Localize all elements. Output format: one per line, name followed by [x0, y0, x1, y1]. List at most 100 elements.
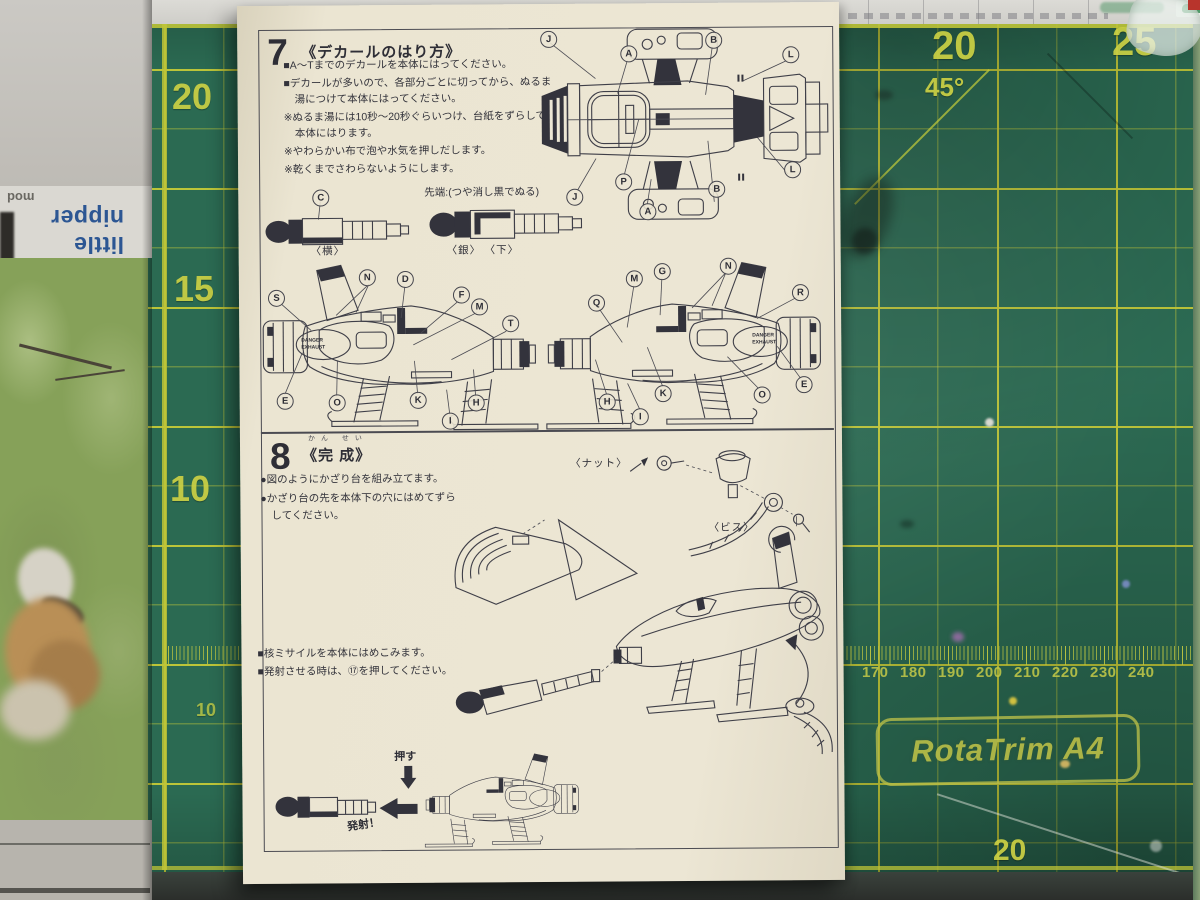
callout: M — [470, 298, 489, 316]
section8-title: 《完 成》 — [302, 447, 372, 465]
ruler-number: 180 — [900, 664, 927, 681]
mat-paint-speck — [952, 632, 964, 642]
ruler-number: 230 — [1090, 664, 1117, 681]
exhaust-text: EXHAUST — [301, 345, 325, 351]
section8-instructions: ●図のようにかざり台を組み立てます。 ●かざり台の先を本体下の穴にはめてずらして… — [260, 471, 465, 527]
instruction-line: ■デカールが多いので、各部分ごとに切ってから、ぬるま湯につけて本体にはってくださ… — [283, 75, 552, 106]
instruction-sheet: 7 《デカールのはり方》 ■A～Tまでのデカールを本体にはってください。 ■デカ… — [236, 1, 846, 885]
mat-paint-speck — [1060, 760, 1070, 768]
callout: O — [328, 394, 346, 412]
table-rule — [1033, 0, 1034, 24]
instruction-note: ※乾くまでさわらないようにします。 — [284, 162, 460, 176]
newspaper-headline: little nipper — [50, 205, 124, 258]
stand-fastener-drawing — [629, 450, 811, 557]
table-rule — [868, 0, 869, 24]
mat-right-edge — [1193, 0, 1200, 900]
ruler-number: 210 — [1014, 664, 1041, 681]
callout: K — [654, 385, 672, 403]
section8-number: 8 — [269, 435, 291, 477]
newspaper-rule-line — [0, 888, 150, 893]
section8-furigana: かん せい — [307, 435, 368, 443]
callout: B — [708, 180, 726, 198]
ruler-number: 200 — [976, 664, 1003, 681]
newspaper-photo-grass — [0, 258, 148, 820]
mat-number-small-10: 10 — [196, 700, 217, 720]
newspaper: little nipper mod — [0, 0, 152, 900]
branch-in-photo — [19, 343, 112, 369]
newspaper-rule-line — [0, 843, 150, 845]
mat-number-top-20: 20 — [932, 24, 977, 68]
callout: B — [705, 31, 723, 49]
ruler-number: 170 — [862, 664, 889, 681]
table-rule — [1088, 0, 1089, 24]
instruction-line: ■核ミサイルを本体にはめこみます。 — [257, 646, 431, 660]
callout: L — [782, 46, 800, 64]
missile-bottom-drawing — [429, 209, 583, 240]
instruction-line: ●かざり台の先を本体下の穴にはめてずらしてください。 — [260, 491, 456, 522]
callout: Q — [587, 294, 606, 312]
missile-caption-silver: 〈銀〉 — [446, 244, 482, 257]
newspaper-masthead: little nipper mod — [0, 186, 152, 258]
mat-stain — [875, 90, 893, 100]
craft-side-view-left-drawing: DANGER EXHAUST — [262, 264, 539, 431]
callout: H — [467, 394, 485, 412]
rotatrim-brand-text: RotaTrim A4 — [910, 730, 1106, 769]
callout: A — [639, 203, 657, 221]
craft-top-view-drawing — [541, 28, 829, 220]
mat-number-left-15: 15 — [174, 268, 215, 309]
callout: R — [791, 284, 810, 302]
mat-paint-speck — [1009, 697, 1017, 705]
mat-number-left-10: 10 — [170, 468, 211, 509]
mat-paint-speck — [985, 418, 994, 427]
fire-label: 発射！ — [345, 815, 381, 834]
ruler-number: 190 — [938, 664, 965, 681]
callout: O — [753, 386, 771, 404]
exhaust-text: EXHAUST — [752, 339, 776, 345]
danger-text: DANGER — [301, 338, 323, 344]
ruler-number: 240 — [1128, 664, 1155, 681]
mat-grid-left-line — [162, 22, 167, 870]
callout: I — [441, 412, 459, 430]
instruction-note: ※ぬるま湯には10秒～20秒ぐらいつけ、台紙をずらして本体にはります。 — [283, 109, 547, 140]
callout: J — [566, 188, 584, 206]
missile-instructions: ■核ミサイルを本体にはめこみます。 ■発射させる時は、⑰を押してください。 — [257, 644, 557, 682]
callout: J — [540, 30, 558, 48]
newspaper-subtext: mod — [6, 190, 34, 205]
callout: D — [396, 270, 414, 289]
mat-paint-speck — [1150, 840, 1162, 852]
red-object-corner — [1188, 0, 1200, 10]
callout: K — [409, 391, 427, 409]
rotatrim-logo: RotaTrim A4 — [875, 713, 1141, 787]
callout: L — [784, 161, 802, 179]
newspaper-top — [0, 0, 152, 186]
callout-c: C — [312, 189, 330, 207]
callout: N — [719, 257, 737, 275]
instruction-note: ※やわらかい布で泡や水気を押しだします。 — [283, 144, 492, 158]
newspaper-bottom — [0, 820, 152, 900]
mat-paint-speck — [1122, 580, 1130, 588]
danger-text: DANGER — [752, 332, 774, 338]
mat-angle-label: 45° — [925, 72, 965, 102]
callout: S — [267, 289, 286, 307]
nut-label: 〈ナット〉 — [570, 457, 628, 470]
callout: I — [631, 408, 649, 426]
craft-side-view-right-drawing: DANGER EXHAUST — [545, 261, 822, 430]
table-rule — [978, 0, 979, 24]
ruler-number: 220 — [1052, 664, 1079, 681]
callout: G — [653, 263, 671, 281]
callout: M — [625, 270, 643, 288]
callout: E — [795, 376, 813, 394]
instruction-line: ■A～Tまでのデカールを本体にはってください。 — [283, 58, 513, 72]
mat-stain — [900, 520, 914, 528]
mat-stain — [852, 228, 878, 254]
newspaper-dark-mark — [0, 212, 14, 264]
table-rule — [923, 0, 924, 24]
missile-side-drawing — [265, 201, 410, 246]
mat-number-left-20: 20 — [172, 76, 213, 117]
completed-model-drawing — [454, 518, 833, 755]
duck-body-in-photo — [0, 680, 70, 740]
instruction-line: ●図のようにかざり台を組み立てます。 — [260, 472, 444, 486]
section7-instructions: ■A～Tまでのデカールを本体にはってください。 ■デカールが多いので、各部分ごと… — [283, 56, 556, 180]
callout: H — [598, 393, 616, 411]
